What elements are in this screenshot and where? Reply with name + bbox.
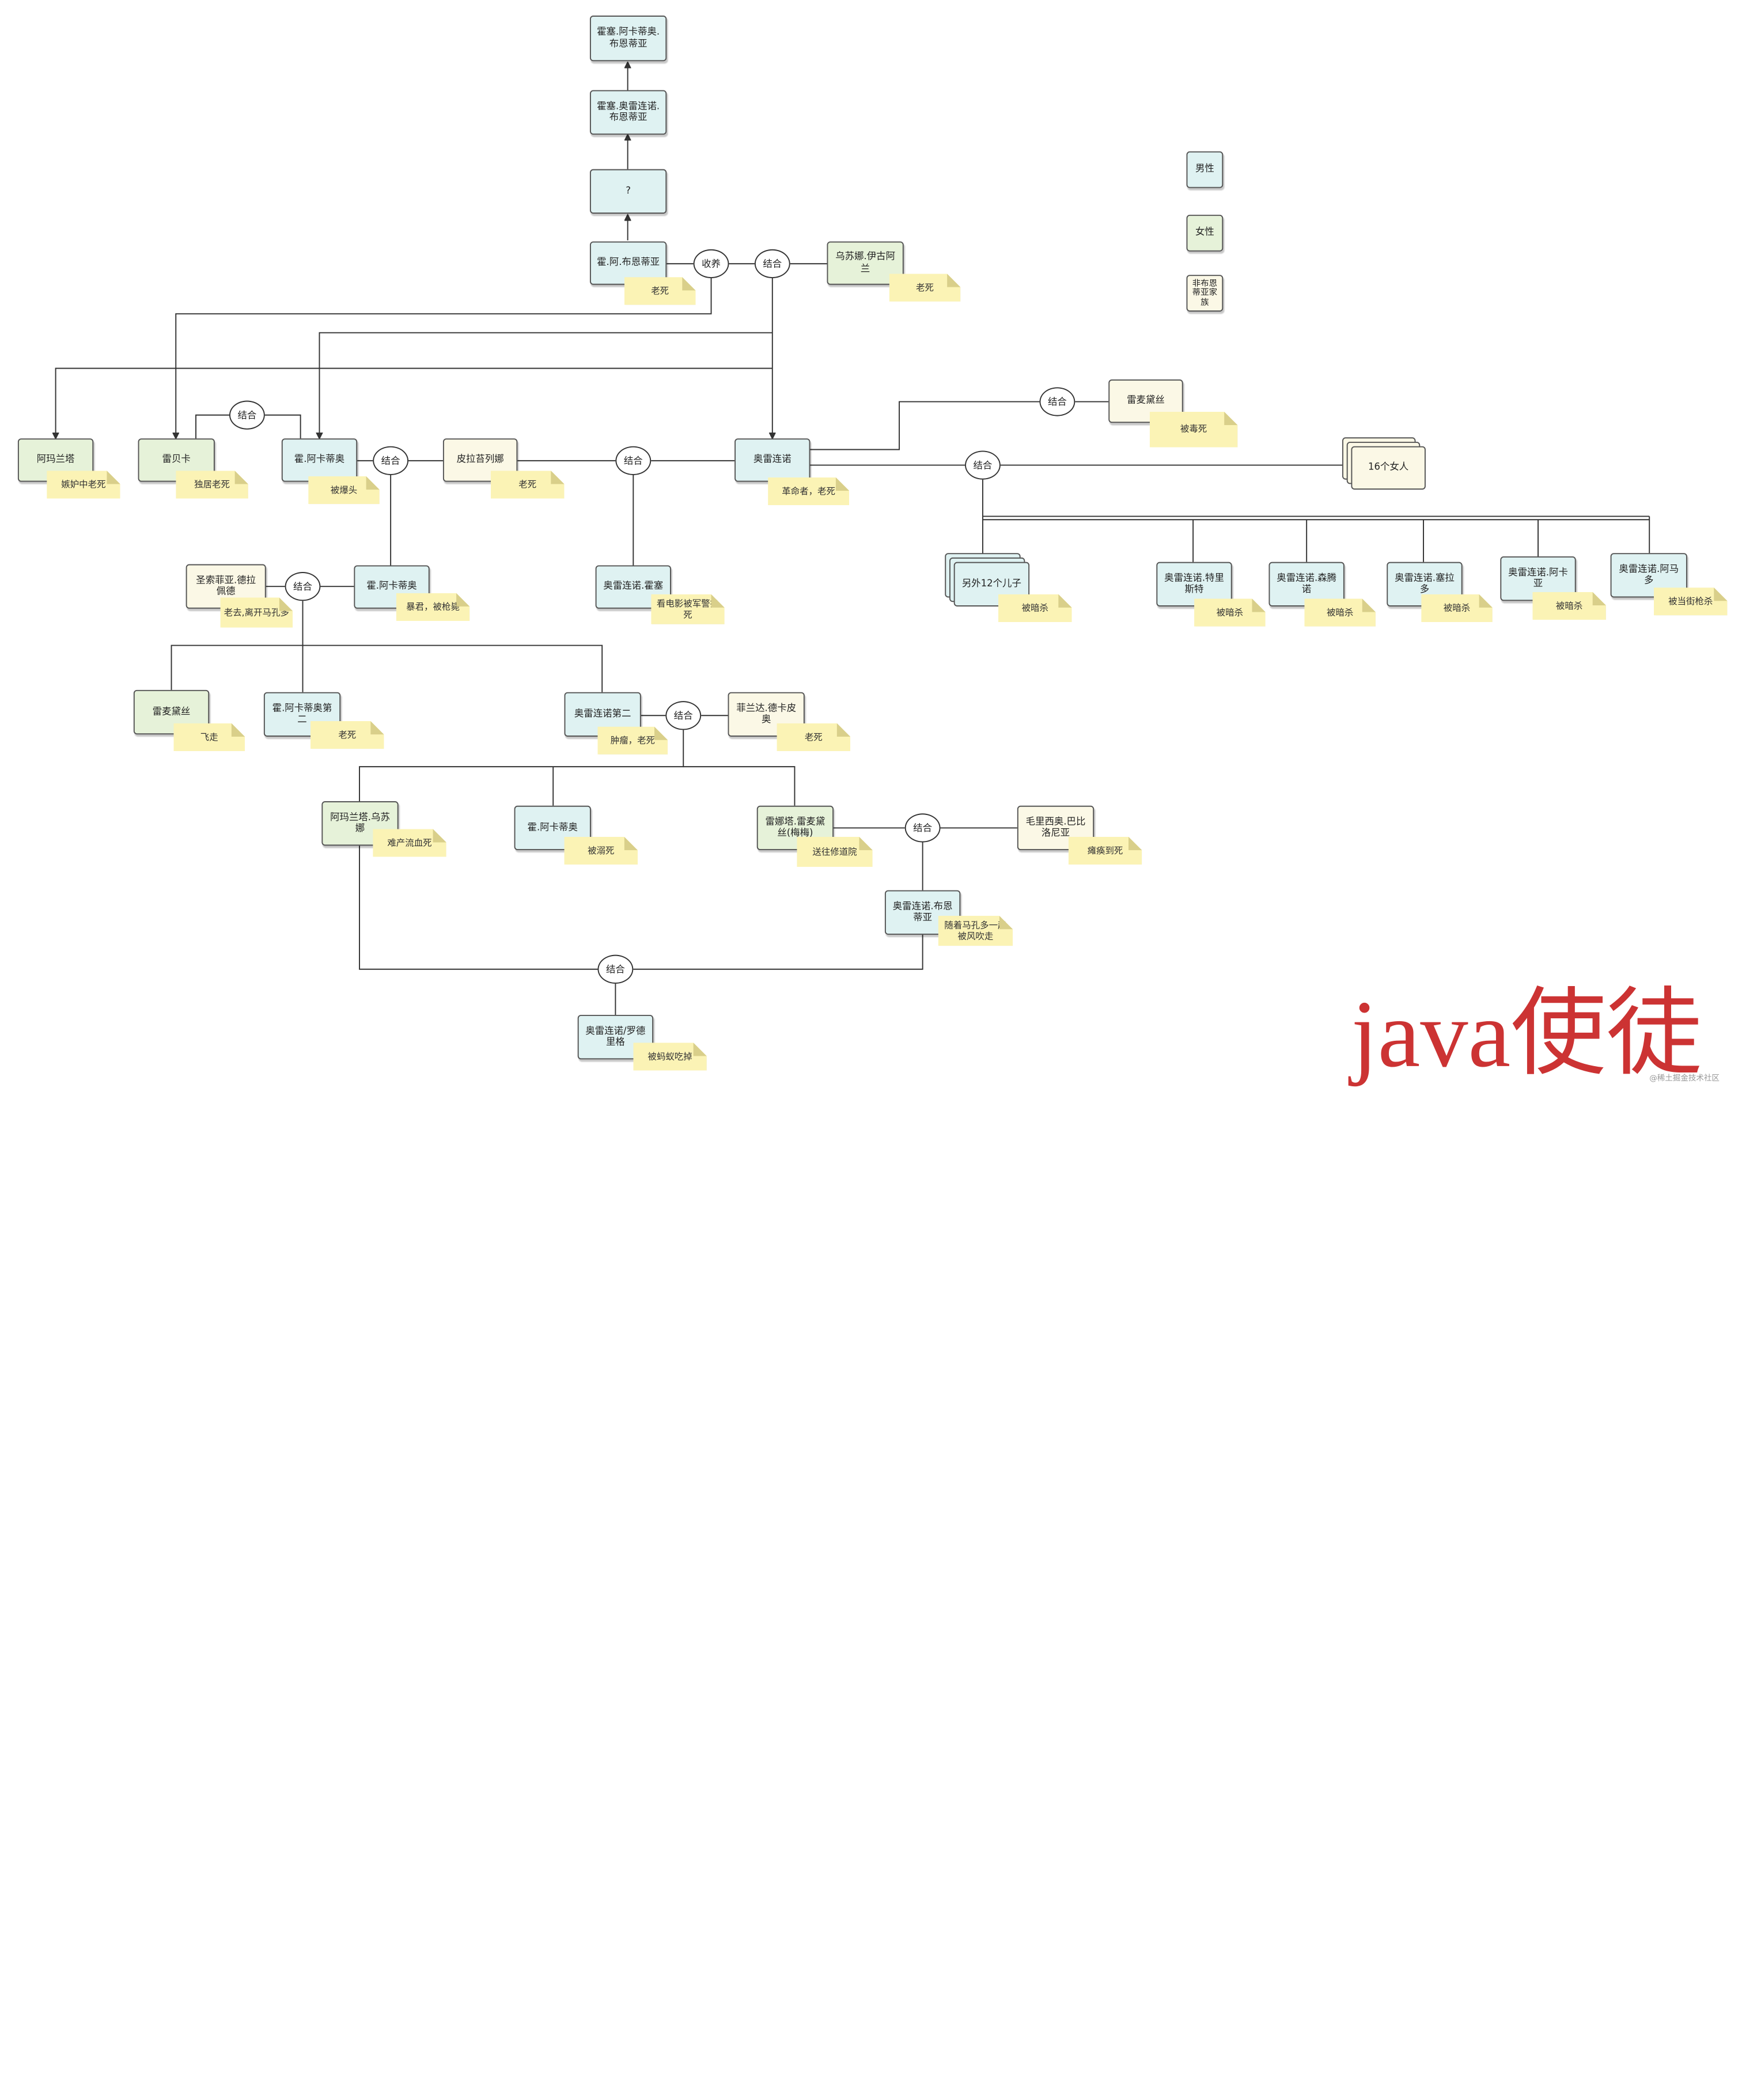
note-son-5: 被当街枪杀 (1654, 587, 1728, 615)
note-son-3: 被暗杀 (1421, 594, 1493, 622)
person-unknown: ? (589, 169, 667, 214)
note-santa-sofia: 老去,离开马孔多 (221, 597, 293, 627)
credit-text: @稀土掘金技术社区 (1649, 1074, 1720, 1083)
note-arcadio1: 被爆头 (308, 476, 380, 504)
note-meme: 送往修道院 (797, 837, 872, 867)
person-son-1: 奥雷连诺.特里斯特 (1156, 562, 1232, 607)
group-16-women: 16个女人 (1342, 437, 1426, 490)
person-ja3: 霍.阿卡蒂奥 (514, 805, 591, 851)
person-aureliano-jose: 奥雷连诺.霍塞 (595, 565, 671, 609)
note-ag2: 肿瘤，老死 (597, 727, 668, 755)
note-pilar: 老死 (491, 471, 565, 498)
note-jose: 老死 (624, 277, 696, 305)
women-label: 16个女人 (1351, 446, 1426, 490)
note-son-2: 被暗杀 (1304, 598, 1376, 626)
legend-female: 女性 (1186, 214, 1224, 252)
person-aureliano: 奥雷连诺 (734, 438, 811, 482)
note-ursula: 老死 (889, 274, 961, 301)
union-arcadio-pilar: 结合 (373, 446, 409, 475)
union-ag2-fernanda: 结合 (665, 701, 702, 730)
connector-lines (0, 0, 1650, 1015)
legend-male: 男性 (1186, 151, 1224, 188)
union-jose-ursula: 结合 (754, 249, 790, 278)
union-final: 结合 (597, 954, 634, 984)
note-aureliano: 革命者，老死 (768, 477, 849, 505)
note-fernanda: 老死 (777, 723, 851, 751)
note-remedios: 被毒死 (1150, 412, 1238, 448)
note-amaranta: 嫉妒中老死 (47, 471, 120, 498)
note-12-sons: 被暗杀 (998, 594, 1072, 622)
legend-non-family: 非布恩蒂亚家族 (1186, 275, 1224, 312)
note-amaranta-ursula: 难产流血死 (373, 829, 446, 856)
note-remedios-beauty: 飞走 (173, 723, 245, 751)
union-aureliano-pilar: 结合 (615, 446, 652, 475)
person-meme: 雷娜塔.雷麦黛丝(梅梅) (756, 805, 834, 851)
union-meme-mauricio: 结合 (904, 813, 941, 843)
union-aureliano-women: 结合 (965, 450, 1001, 480)
note-aureliano-jose: 看电影被军警打死 (651, 594, 725, 624)
note-ja3: 被溺死 (565, 837, 638, 865)
note-son-1: 被暗杀 (1194, 598, 1266, 626)
person-amaranta-ursula: 阿玛兰塔.乌苏娜 (321, 801, 399, 846)
person-aureliano-rodrigo: 奥雷连诺/罗德里格 (577, 1014, 654, 1060)
note-mauricio: 瘫痪到死 (1069, 837, 1142, 865)
note-aureliano-babilonia: 随着马孔多一起被风吹走 (938, 916, 1013, 946)
union-aureliano-remedios: 结合 (1039, 387, 1076, 416)
union-adopt: 收养 (693, 249, 729, 278)
watermark-text: java使徒 (1351, 980, 1702, 1087)
person-ga: 霍塞.奥雷连诺.布恩蒂亚 (589, 90, 667, 135)
note-rebeca: 独居老死 (176, 471, 248, 498)
note-aureliano-rodrigo: 被蚂蚁吃掉 (633, 1043, 707, 1070)
note-arcadio2: 暴君，被枪毙 (396, 593, 470, 621)
person-remedios: 雷麦黛丝 (1108, 379, 1183, 423)
note-ja2: 老死 (310, 721, 384, 749)
person-gg: 霍塞.阿卡蒂奥.布恩蒂亚 (589, 16, 667, 62)
person-arcadio1: 霍.阿卡蒂奥 (281, 438, 358, 482)
union-rebeca-arcadio: 结合 (229, 400, 265, 430)
union-santa-arcadio2: 结合 (285, 572, 321, 601)
sons-label: 另外12个儿子 (953, 562, 1030, 607)
note-son-4: 被暗杀 (1532, 592, 1606, 620)
person-pilar: 皮拉苔列娜 (442, 438, 518, 482)
